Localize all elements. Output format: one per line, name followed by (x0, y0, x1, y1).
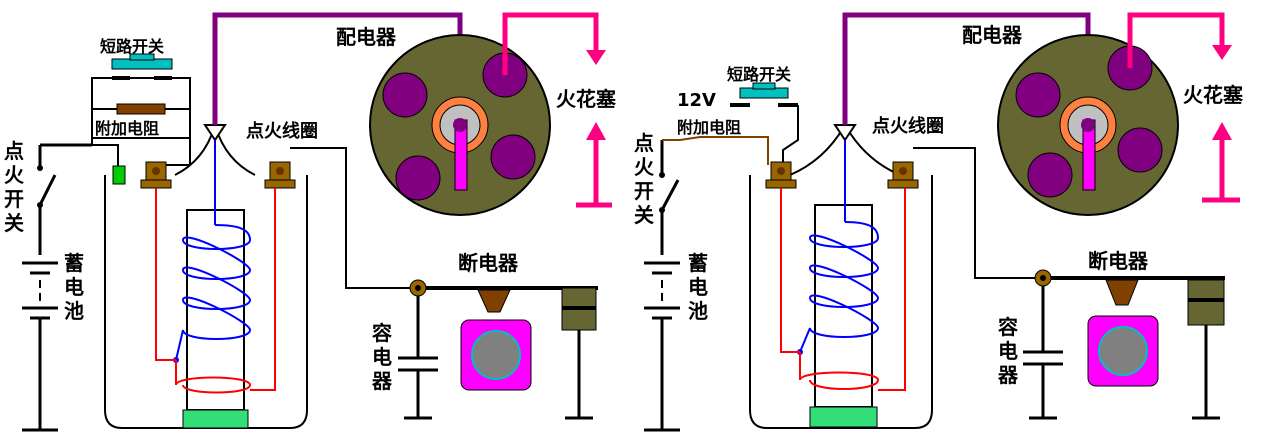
right-ignition-switch-char-2: 火 (634, 155, 655, 179)
right-battery (644, 225, 680, 432)
right-short-switch (730, 82, 799, 165)
right-breaker-wire (913, 147, 1043, 279)
right-capacitor-char-2: 电 (998, 339, 1018, 363)
right-ignition-switch (659, 136, 769, 225)
left-ignition-switch-char-2: 火 (4, 163, 25, 187)
right-voltage-label: 12V (677, 90, 716, 111)
left-distributor (369, 34, 551, 216)
left-ignition-circuit: 短路开关 附加电阻 点 火 开 关 蓄 电 池 点火线圈 配电器 火花塞 断电器… (4, 12, 617, 432)
right-extra-resistor-label: 附加电阻 (677, 118, 741, 137)
right-battery-char-3: 池 (688, 299, 708, 323)
left-capacitor-char-3: 器 (371, 369, 393, 393)
left-capacitor (398, 296, 438, 420)
right-ignition-coil (749, 122, 933, 429)
right-ignition-switch-char-1: 点 (634, 131, 654, 155)
right-ignition-switch-char-4: 关 (634, 203, 654, 227)
right-capacitor (1023, 286, 1063, 420)
right-breaker-label: 断电器 (1088, 249, 1149, 273)
right-ignition-circuit: 短路开关 12V 附加电阻 点 火 开 关 蓄 电 池 点火线圈 配电器 火花塞… (634, 12, 1244, 432)
right-ignition-switch-char-3: 开 (634, 179, 654, 203)
left-breaker-wire (290, 147, 418, 289)
right-spark-plug (1127, 12, 1240, 203)
left-battery-char-1: 蓄 (64, 251, 84, 275)
left-capacitor-char-2: 电 (372, 345, 392, 369)
right-short-switch-label: 短路开关 (727, 65, 791, 84)
left-breaker (409, 279, 598, 420)
left-ignition-coil-label: 点火线圈 (246, 120, 318, 142)
left-spark-plug (502, 12, 612, 208)
left-battery-char-3: 池 (64, 299, 84, 323)
left-ignition-switch-char-3: 开 (4, 187, 24, 211)
right-distributor (997, 34, 1179, 216)
left-battery (22, 215, 58, 432)
right-capacitor-char-1: 容 (998, 315, 1018, 339)
left-ignition-coil (104, 121, 308, 429)
right-battery-char-1: 蓄 (688, 251, 708, 275)
right-capacitor-char-3: 器 (997, 363, 1019, 387)
right-breaker (1034, 269, 1225, 420)
left-ignition-switch-char-4: 关 (4, 211, 24, 235)
left-ignition-switch (37, 143, 92, 215)
right-ignition-coil-label: 点火线圈 (872, 115, 944, 137)
left-short-switch-and-resistor (91, 53, 191, 185)
left-extra-resistor-label: 附加电阻 (95, 119, 159, 138)
left-battery-char-2: 电 (64, 275, 84, 299)
right-battery-char-2: 电 (688, 275, 708, 299)
left-short-switch-label: 短路开关 (100, 37, 164, 56)
left-capacitor-char-1: 容 (372, 321, 392, 345)
left-spark-plug-label: 火花塞 (556, 87, 617, 111)
right-distributor-label: 配电器 (962, 23, 1023, 47)
right-spark-plug-label: 火花塞 (1183, 83, 1244, 107)
left-distributor-label: 配电器 (336, 25, 397, 49)
left-ignition-switch-char-1: 点 (4, 139, 24, 163)
left-breaker-label: 断电器 (458, 251, 519, 275)
